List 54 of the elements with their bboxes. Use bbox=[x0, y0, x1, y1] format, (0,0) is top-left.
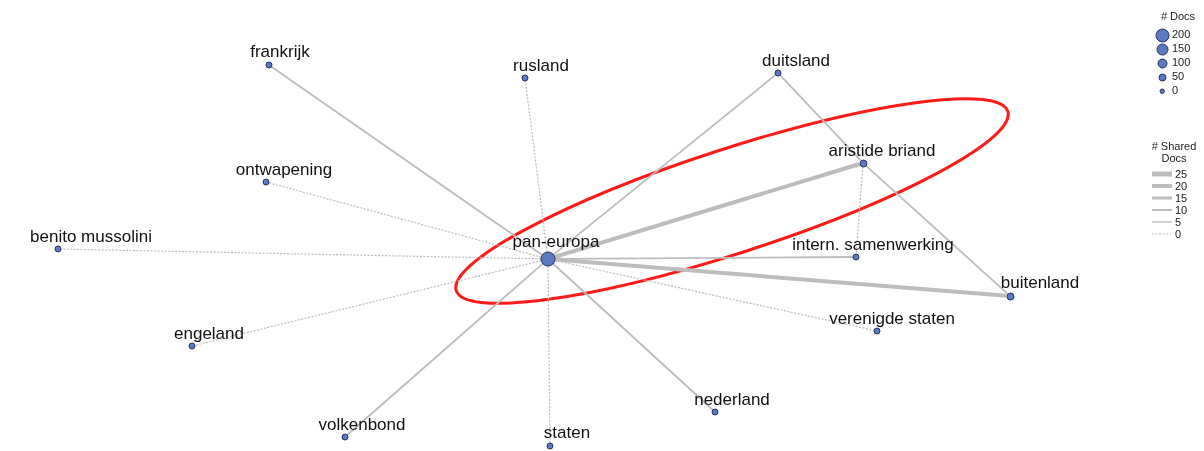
node-label: pan-europa bbox=[512, 233, 600, 251]
node-label: benito mussolini bbox=[30, 228, 152, 246]
network-node bbox=[513, 57, 569, 82]
network-node bbox=[174, 325, 244, 350]
network-node bbox=[1000, 274, 1080, 301]
legend-label: 25 bbox=[1175, 168, 1188, 180]
connector-line bbox=[552, 74, 777, 256]
connector-line bbox=[524, 80, 548, 253]
legend-label: 50 bbox=[1172, 70, 1185, 82]
node-label: intern. samenwerking bbox=[792, 236, 954, 254]
legend-label: 0 bbox=[1172, 84, 1179, 96]
legend-label: 5 bbox=[1175, 216, 1182, 228]
node-label: engeland bbox=[174, 325, 244, 343]
network-node bbox=[543, 424, 591, 450]
network-node bbox=[694, 391, 770, 416]
legend-label: 200 bbox=[1172, 28, 1191, 40]
legend-label: 15 bbox=[1175, 192, 1188, 204]
legend-label: 0 bbox=[1175, 228, 1182, 240]
network-node bbox=[250, 43, 310, 69]
node-label: rusland bbox=[513, 57, 569, 75]
connector-line bbox=[547, 265, 551, 444]
node-label: aristide briand bbox=[828, 142, 936, 160]
node-label: ontwapening bbox=[235, 161, 333, 179]
connector-line bbox=[779, 74, 862, 162]
node-label: frankrijk bbox=[250, 43, 310, 61]
connector-line bbox=[552, 262, 714, 411]
node-label: staten bbox=[543, 424, 591, 442]
connector-line bbox=[194, 260, 542, 346]
network-node bbox=[828, 142, 936, 168]
connector-line bbox=[554, 162, 861, 259]
legend-label: 10 bbox=[1175, 204, 1188, 216]
connector-line bbox=[864, 164, 1009, 295]
legend-heading: # Shared Docs bbox=[1150, 140, 1198, 164]
connector-line bbox=[60, 248, 542, 260]
legend-heading: # Docs bbox=[1159, 10, 1197, 22]
network-node bbox=[792, 236, 954, 261]
connector-line bbox=[554, 257, 1007, 298]
network-node bbox=[30, 228, 152, 253]
network-node bbox=[829, 310, 955, 335]
legend-label: 20 bbox=[1175, 180, 1188, 192]
connector-line bbox=[855, 165, 864, 255]
node-label: buitenland bbox=[1000, 274, 1080, 292]
connector-line bbox=[268, 182, 542, 258]
node-label: volkenbond bbox=[318, 416, 406, 434]
node-label: nederland bbox=[694, 391, 770, 409]
node-label: verenigde staten bbox=[829, 310, 955, 328]
legend-label: 150 bbox=[1172, 42, 1191, 54]
network-node bbox=[318, 416, 406, 441]
connector-line bbox=[346, 262, 544, 436]
connector-line bbox=[270, 65, 544, 256]
node-label: duitsland bbox=[761, 52, 831, 70]
network-node bbox=[235, 161, 333, 186]
legend-label: 100 bbox=[1172, 56, 1191, 68]
network-node bbox=[761, 52, 831, 77]
